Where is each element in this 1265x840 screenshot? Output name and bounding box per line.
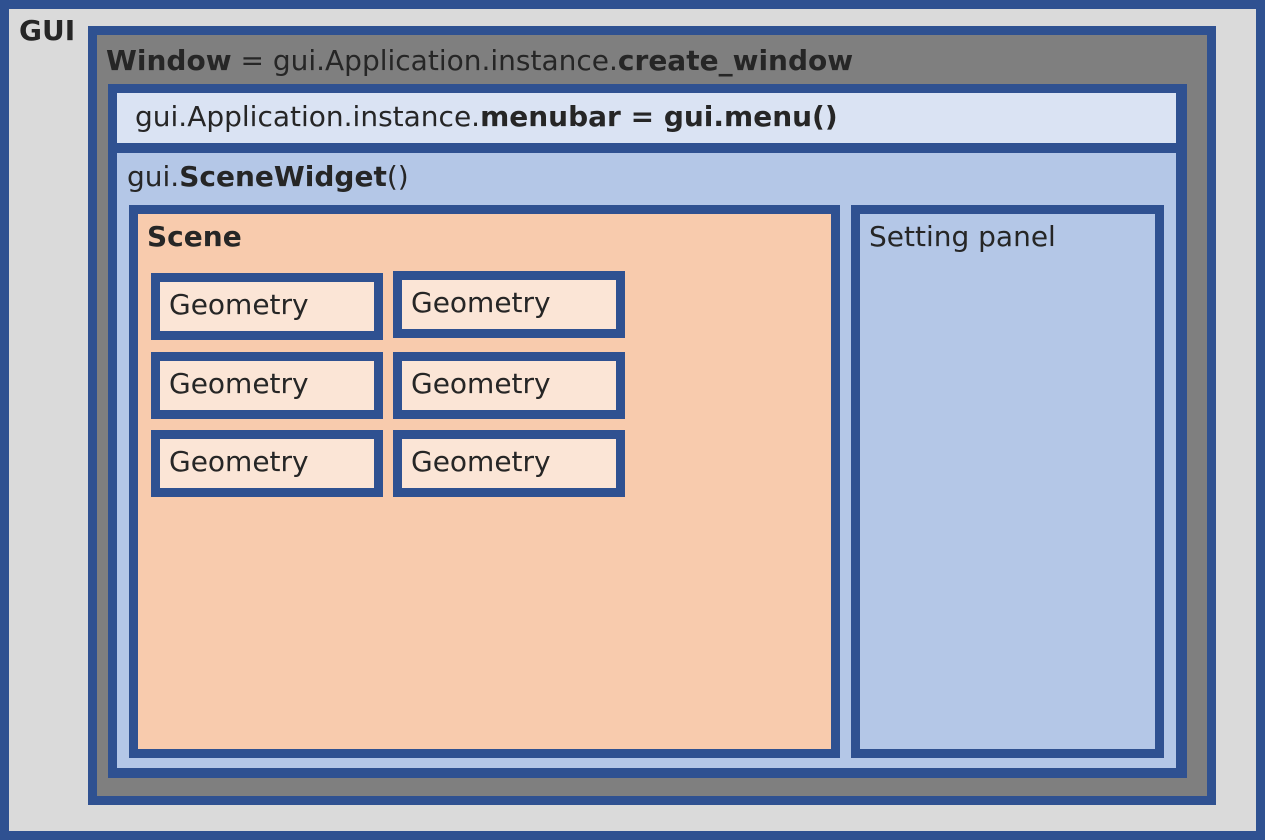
window-content: gui.Application.instance.menubar = gui.m… [108,84,1187,778]
window-label: Window = gui.Application.instance.create… [106,47,853,75]
scene-widget-name: SceneWidget [179,160,387,193]
scene-widget-label: gui.SceneWidget() [127,163,409,191]
geometry-box: Geometry [393,352,625,419]
window-name: Window [106,44,232,77]
geometry-box: Geometry [151,352,383,419]
window-call: create_window [617,44,854,77]
geometry-label: Geometry [411,286,551,319]
scene-box: Scene Geometry Geometry Geometry Geometr… [129,205,840,758]
gui-label: GUI [19,14,76,47]
menubar-box: gui.Application.instance.menubar = gui.m… [117,93,1176,143]
window-box: Window = gui.Application.instance.create… [88,26,1216,805]
geometry-label: Geometry [169,445,309,478]
geometry-label: Geometry [169,367,309,400]
setting-panel-box: Setting panel [851,205,1164,758]
geometry-label: Geometry [411,367,551,400]
setting-panel-label: Setting panel [869,220,1056,253]
geometry-box: Geometry [151,430,383,497]
scene-widget-suffix: () [386,160,409,193]
menubar-call: menubar = gui.menu() [480,100,838,133]
window-code: gui.Application.instance. [272,44,618,77]
geometry-label: Geometry [411,445,551,478]
scene-widget-prefix: gui. [127,160,180,193]
geometry-label: Geometry [169,288,309,321]
geometry-box: Geometry [151,273,383,340]
geometry-box: Geometry [393,430,625,497]
window-assign: = [231,44,273,77]
scene-label: Scene [147,220,242,253]
geometry-box: Geometry [393,271,625,338]
menubar-label: gui.Application.instance.menubar = gui.m… [135,103,838,131]
scene-widget-box: gui.SceneWidget() Scene Geometry Geometr… [117,153,1176,768]
menubar-code: gui.Application.instance. [135,100,481,133]
